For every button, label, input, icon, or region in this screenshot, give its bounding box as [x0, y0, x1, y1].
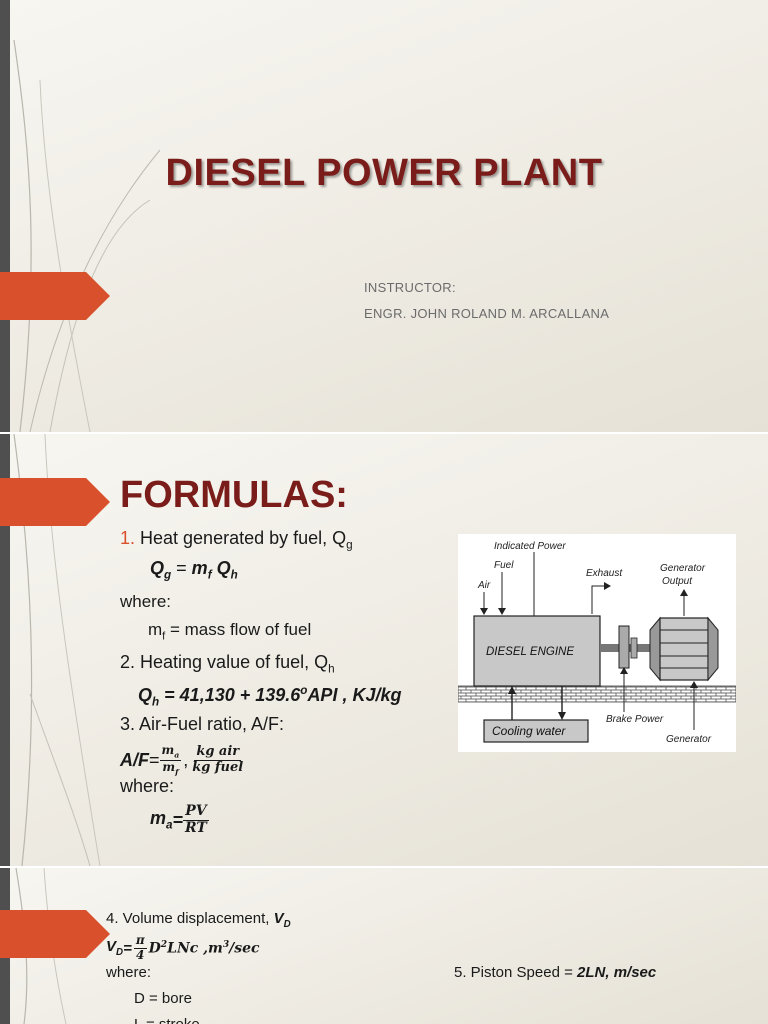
left-rail	[0, 434, 10, 866]
item-1-heat-generated: 1. Heat generated by fuel, Qg	[120, 528, 353, 552]
left-rail	[0, 0, 10, 432]
label-diesel-engine: DIESEL ENGINE	[486, 646, 574, 658]
formula-af: A/F = ma mf , kg air kg fuel	[120, 742, 244, 776]
slide-formulas-continued: 4. Volume displacement, VD VD = π 4 D2LN…	[0, 868, 768, 1024]
formula-vd: VD = π 4 D2LNc ,m3/sec	[106, 933, 260, 962]
item-5-piston-speed: 5. Piston Speed = 2LN, m/sec	[454, 964, 657, 981]
mf-definition: mf = mass flow of fuel	[148, 620, 312, 643]
label-cooling-water: Cooling water	[492, 724, 566, 738]
item-2-heating-value: 2. Heating value of fuel, Qh	[120, 652, 335, 676]
decorative-curves	[13, 39, 161, 432]
formulas-title: FORMULAS:	[120, 474, 348, 516]
label-generator-output-2: Output	[662, 576, 693, 587]
where-label-1: where:	[120, 592, 172, 611]
formula-qh: Qh = 41,130 + 139.6oAPI , KJ/kg	[138, 684, 402, 709]
where-label-3: where:	[106, 964, 152, 981]
accent-tab	[0, 910, 110, 958]
d-definition: D = bore	[134, 990, 192, 1007]
label-air: Air	[477, 580, 491, 591]
label-generator-output-1: Generator	[660, 563, 706, 574]
l-definition: L = stroke	[134, 1016, 200, 1024]
diesel-plant-diagram: Indicated Power Fuel Air Exhaust Generat…	[457, 534, 737, 752]
item-4-volume-displacement: 4. Volume displacement, VD	[106, 910, 291, 930]
accent-tab	[0, 272, 110, 320]
instructor-name: ENGR. JOHN ROLAND M. ARCALLANA	[364, 306, 610, 321]
formula-ma: ma = PV RT	[150, 803, 209, 836]
where-label-2: where:	[120, 776, 175, 796]
slide-title-text: DIESEL POWER PLANT	[165, 152, 603, 194]
item-3-air-fuel-ratio: 3. Air-Fuel ratio, A/F:	[120, 714, 285, 734]
label-brake-power: Brake Power	[606, 714, 664, 725]
label-generator: Generator	[666, 734, 712, 745]
instructor-label: INSTRUCTOR:	[364, 280, 456, 295]
label-fuel: Fuel	[494, 560, 514, 571]
label-exhaust: Exhaust	[586, 568, 623, 579]
slide-formulas: FORMULAS: 1. Heat generated by fuel, Qg …	[0, 434, 768, 866]
slide-title: DIESEL POWER PLANT INSTRUCTOR: ENGR. JOH…	[0, 0, 768, 432]
accent-tab	[0, 478, 110, 526]
formula-qg: Qg = mf Qh	[150, 558, 238, 582]
label-indicated-power: Indicated Power	[494, 541, 566, 552]
